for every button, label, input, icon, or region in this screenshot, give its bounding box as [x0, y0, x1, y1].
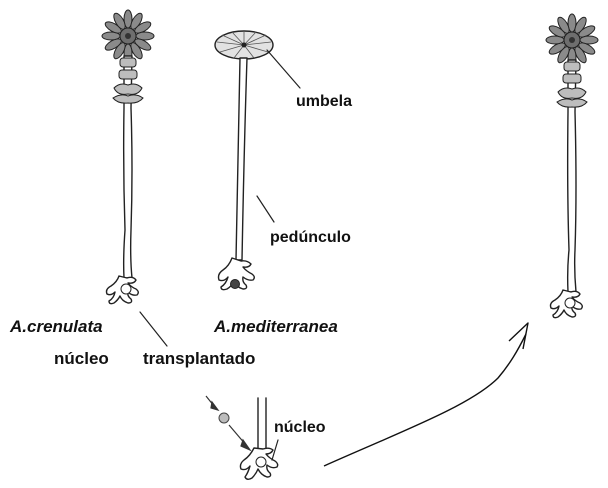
mediterranea-label: A.mediterranea [213, 317, 338, 336]
transplanted-label: transplantado [143, 349, 255, 368]
result-cap [546, 14, 598, 66]
nucleus-label: núcleo [54, 349, 109, 368]
graft-organism [240, 398, 277, 479]
bottom-nucleus-label: núcleo [274, 419, 326, 436]
crenulata-organism [102, 10, 154, 304]
transplant-arrow [206, 396, 250, 450]
peduncle-label: pedúnculo [270, 229, 351, 246]
mediterranea-organism [215, 31, 273, 290]
umbela-leader-line [267, 50, 300, 88]
crenulata-label: A.crenulata [9, 317, 103, 336]
nucleus-leader-line [140, 312, 167, 346]
result-arrow [324, 323, 528, 466]
leader-lines [140, 50, 300, 460]
result-organism [546, 14, 598, 318]
peduncle-leader-line [257, 196, 274, 222]
umbela-label: umbela [296, 93, 352, 110]
crenulata-cap [102, 10, 154, 62]
mediterranea-cap [215, 31, 273, 59]
moving-nucleus [219, 413, 229, 423]
